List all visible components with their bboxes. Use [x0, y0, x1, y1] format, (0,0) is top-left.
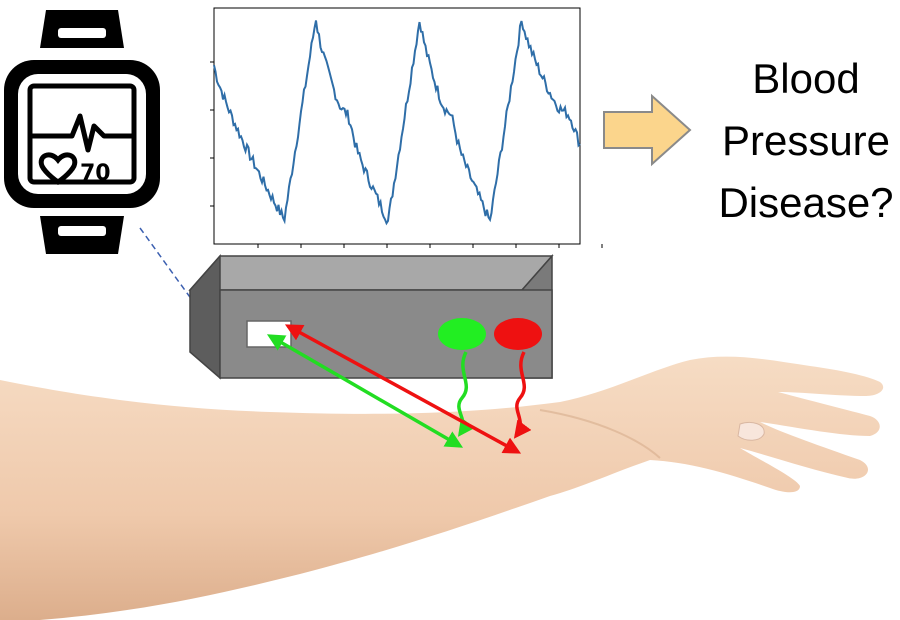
watch-connector-line	[139, 227, 193, 301]
watch-reading: 70	[80, 161, 111, 186]
red-led	[494, 318, 542, 350]
red-light-path	[284, 324, 532, 454]
smartwatch-heart-rate-icon: 70	[4, 10, 160, 254]
ppg-signal-plot	[210, 7, 603, 248]
result-line-1: Blood	[752, 55, 860, 102]
green-led	[438, 318, 486, 350]
arm-image	[0, 356, 884, 620]
result-line-3: Disease?	[718, 179, 894, 226]
plot-ticks	[210, 61, 603, 248]
signal-waveform	[213, 20, 581, 226]
right-arrow-icon	[603, 93, 692, 167]
sensor-device	[188, 254, 554, 380]
result-label: Blood Pressure Disease?	[706, 48, 900, 234]
result-line-2: Pressure	[721, 117, 891, 164]
